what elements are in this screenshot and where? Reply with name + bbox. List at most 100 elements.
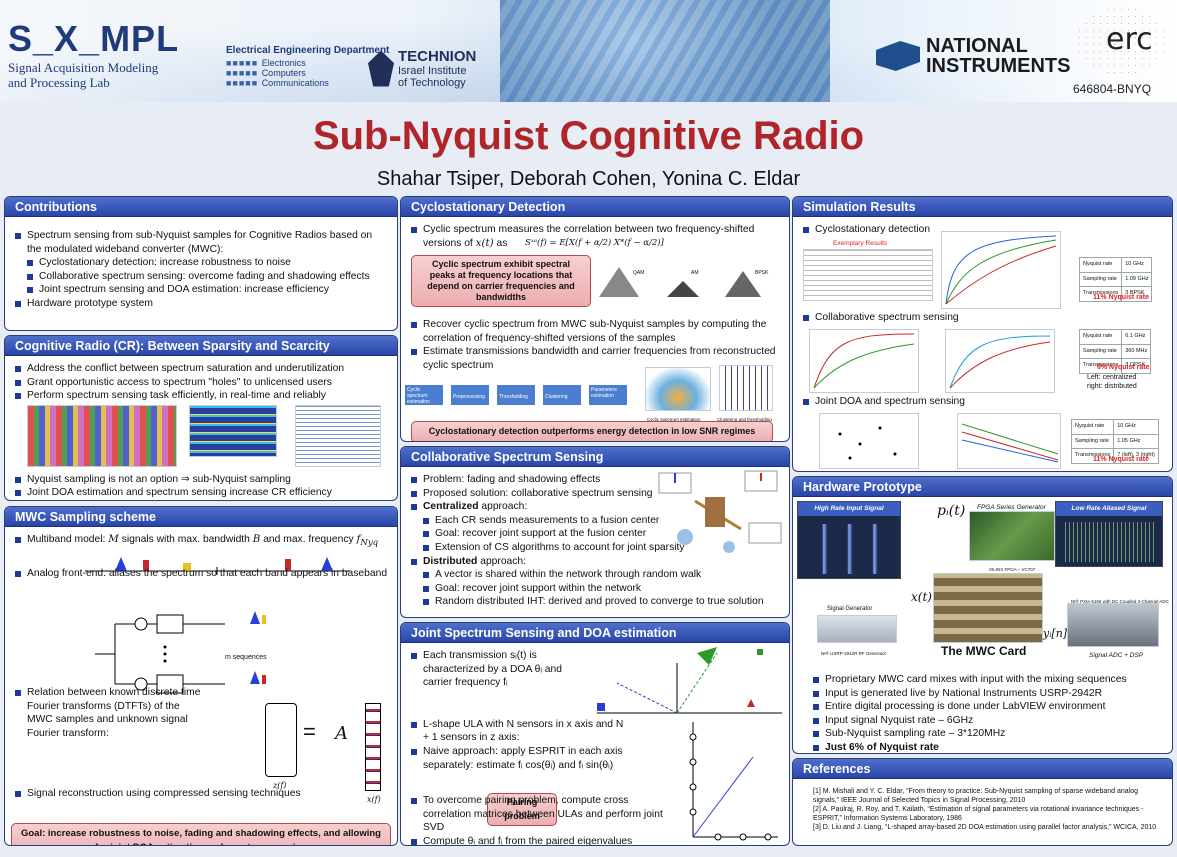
list-item: Cyclic spectrum measures the correlation… bbox=[409, 223, 781, 250]
clustering-plot bbox=[719, 365, 773, 411]
list-item: Goal: recover joint support at the fusio… bbox=[409, 527, 781, 541]
flow-step: Thresholding bbox=[497, 385, 535, 405]
caption-cluster: Clustering and thresholding bbox=[717, 417, 772, 422]
list-item: Naive approach: apply ESPRIT in each axi… bbox=[409, 745, 629, 772]
poster-title: Sub-Nyquist Cognitive Radio bbox=[312, 114, 865, 158]
erc-grant-code: 646804-BNYQ bbox=[1073, 82, 1152, 96]
panel-heading: Cognitive Radio (CR): Between Sparsity a… bbox=[5, 336, 397, 356]
panel-heading: Collaborative Spectrum Sensing bbox=[401, 447, 789, 467]
doa-geometry-diagram bbox=[597, 647, 782, 714]
roc-curves-plot bbox=[941, 231, 1061, 309]
panel-cognitive-radio: Cognitive Radio (CR): Between Sparsity a… bbox=[4, 335, 398, 501]
list-item: Centralized approach: bbox=[409, 500, 781, 514]
reference-item: [2] A. Paulraj, R. Roy, and T. Kailath, … bbox=[813, 806, 1144, 822]
equation-matrix-a: A bbox=[335, 723, 348, 744]
flow-step: Clustering bbox=[543, 385, 581, 405]
x-label: x(t) bbox=[911, 590, 932, 604]
ee-item-0: ■■■■■ Electronics bbox=[226, 58, 306, 68]
ni-line1: NATIONAL bbox=[926, 35, 1028, 57]
adc-label: NI® PXIe-5166 with DC Coupled 4-Channel … bbox=[1071, 599, 1169, 604]
usrp-label: NI® USRP-2942R RF Generator bbox=[821, 651, 887, 656]
flow-step: Cyclic spectrum estimation bbox=[405, 385, 443, 405]
ee-title: Electrical Engineering Department bbox=[226, 45, 390, 56]
ni-line2: INSTRUMENTS bbox=[926, 55, 1071, 77]
list-item: Cyclostationary detection: increase robu… bbox=[13, 256, 389, 270]
list-item: A vector is shared within the network th… bbox=[409, 568, 781, 582]
panel-heading: Hardware Prototype bbox=[793, 477, 1172, 497]
panel-contributions: Contributions Spectrum sensing from sub-… bbox=[4, 196, 398, 331]
list-item: Joint spectrum sensing and DOA estimatio… bbox=[13, 283, 389, 297]
doa-scatter-plot bbox=[819, 413, 919, 469]
list-item: Collaborative spectrum sensing: overcome… bbox=[13, 270, 389, 284]
ee-item-2: ■■■■■ Communications bbox=[226, 78, 329, 88]
list-item: Grant opportunistic access to spectrum "… bbox=[13, 376, 389, 390]
signal-generator-label: Signal Generator bbox=[827, 606, 873, 612]
banner-graphic bbox=[500, 0, 830, 102]
list-item: Cyclostationary detection bbox=[801, 223, 1164, 237]
list-item: Each CR sends measurements to a fusion c… bbox=[409, 514, 781, 528]
pairing-problem-box: Pairing problem bbox=[487, 793, 557, 827]
fig-label-bpsk: BPSK bbox=[755, 270, 769, 276]
technion-emblem-icon bbox=[368, 50, 394, 87]
mwc-frontend-block-diagram bbox=[95, 611, 266, 694]
low-rate-signal-panel: Low Rate Aliased Signal bbox=[1055, 501, 1163, 567]
doa-error-plot bbox=[957, 413, 1061, 469]
fpga-board-image bbox=[969, 511, 1055, 561]
panel-mwc-sampling: MWC Sampling scheme Multiband model: M s… bbox=[4, 506, 398, 846]
panel-heading: Joint Spectrum Sensing and DOA estimatio… bbox=[401, 623, 789, 643]
adc-chassis-image bbox=[1067, 603, 1159, 647]
sim-note-2b: Left: centralized bbox=[1087, 374, 1137, 381]
cyclic-spectrum-formula: Sˣᵃ(f) = E[X(f + α/2) X*(f − α/2)] bbox=[525, 238, 664, 248]
list-item: Each transmission sᵢ(t) is characterized… bbox=[409, 649, 579, 690]
panel-heading: Simulation Results bbox=[793, 197, 1172, 217]
pi-label: pᵢ(t) bbox=[937, 503, 966, 519]
cyclo-outperforms-box: Cyclostationary detection outperforms en… bbox=[411, 421, 773, 441]
list-item: Compute θᵢ and fᵢ from the paired eigenv… bbox=[409, 835, 679, 845]
list-item: Proposed solution: collaborative spectru… bbox=[409, 487, 781, 501]
list-item: Sub-Nyquist sampling rate – 3*120MHz bbox=[811, 727, 1167, 741]
list-item: Proprietary MWC card mixes with input wi… bbox=[811, 673, 1167, 687]
panel-heading: References bbox=[793, 759, 1172, 779]
panel-cyclostationary: Cyclostationary Detection Cyclic spectru… bbox=[400, 196, 790, 442]
sampl-logo-main: S_X_MPL bbox=[8, 18, 180, 59]
list-item: Relation between known discrete time Fou… bbox=[13, 686, 203, 740]
list-item: Just 6% of Nyquist rate bbox=[811, 741, 1167, 753]
l-shape-ula-diagram bbox=[689, 722, 778, 841]
signal-generator-image bbox=[817, 615, 897, 643]
panel-heading: Contributions bbox=[5, 197, 397, 217]
list-item: Problem: fading and shadowing effects bbox=[409, 473, 781, 487]
list-item: Goal: recover joint support within the n… bbox=[409, 582, 781, 596]
spectrum-occupancy-figure bbox=[27, 404, 177, 467]
goal-box: Goal: increase robustness to noise, fadi… bbox=[11, 823, 391, 845]
sampl-logo-sub1: Signal Acquisition Modeling bbox=[8, 60, 159, 75]
list-item: Hardware prototype system bbox=[13, 297, 389, 311]
poster-authors: Shahar Tsiper, Deborah Cohen, Yonina C. … bbox=[376, 168, 801, 190]
list-item: Joint DOA estimation and spectrum sensin… bbox=[13, 486, 389, 500]
fig-label-am: AM bbox=[691, 270, 699, 276]
mwc-card-image bbox=[933, 573, 1043, 643]
caption-cyclic: Cyclic spectrum estimation bbox=[647, 417, 701, 422]
low-rate-label: Low Rate Aliased Signal bbox=[1056, 502, 1162, 516]
list-item: Collaborative spectrum sensing bbox=[801, 311, 959, 325]
ni-eagle-icon bbox=[876, 41, 920, 71]
equation-equals: = bbox=[303, 719, 316, 744]
equation-vector-x bbox=[365, 703, 381, 791]
fpga-label: FPGA Series Generator bbox=[977, 504, 1046, 511]
ee-department-logo: Electrical Engineering Department ■■■■■ … bbox=[226, 45, 390, 89]
list-item: Joint DOA and spectrum sensing bbox=[801, 395, 965, 409]
cyclic-spectrum-3d-plot bbox=[645, 367, 711, 411]
list-item: Random distributed IHT: derived and prov… bbox=[409, 595, 781, 609]
list-item: To overcome pairing problem, compute cro… bbox=[409, 794, 679, 835]
list-item: Estimate transmissions bandwidth and car… bbox=[409, 345, 781, 372]
panel-heading: MWC Sampling scheme bbox=[5, 507, 397, 527]
list-item: Analog front-end: aliases the spectrum s… bbox=[13, 567, 389, 581]
equation-xf-label: x(f) bbox=[367, 795, 381, 804]
sampl-logo-sub2: and Processing Lab bbox=[8, 75, 110, 90]
high-rate-signal-panel: High Rate Input Signal bbox=[797, 501, 901, 579]
list-item: Input signal Nyquist rate – 6GHz bbox=[811, 714, 1167, 728]
header-banner: S_X_MPL Signal Acquisition Modeling and … bbox=[0, 0, 1177, 102]
goal-text: increase robustness to noise, fading and… bbox=[47, 828, 381, 845]
flow-step: Parameters estimation bbox=[589, 385, 627, 405]
